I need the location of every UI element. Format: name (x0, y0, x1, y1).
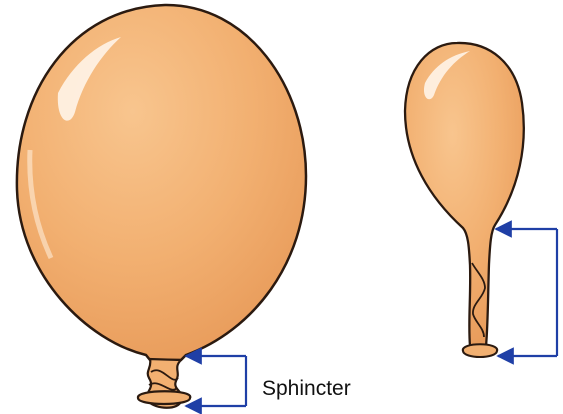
inflated-balloon-knot-ring (138, 391, 190, 404)
inflated-balloon (17, 5, 306, 408)
left-sphincter-bracket (186, 356, 246, 406)
right-sphincter-bracket (496, 229, 557, 356)
deflated-balloon-knot-ring (463, 344, 497, 357)
inflated-balloon-body (17, 5, 306, 360)
deflated-balloon-body (405, 43, 524, 346)
sphincter-label: Sphincter (262, 378, 351, 399)
deflated-balloon (405, 43, 524, 357)
